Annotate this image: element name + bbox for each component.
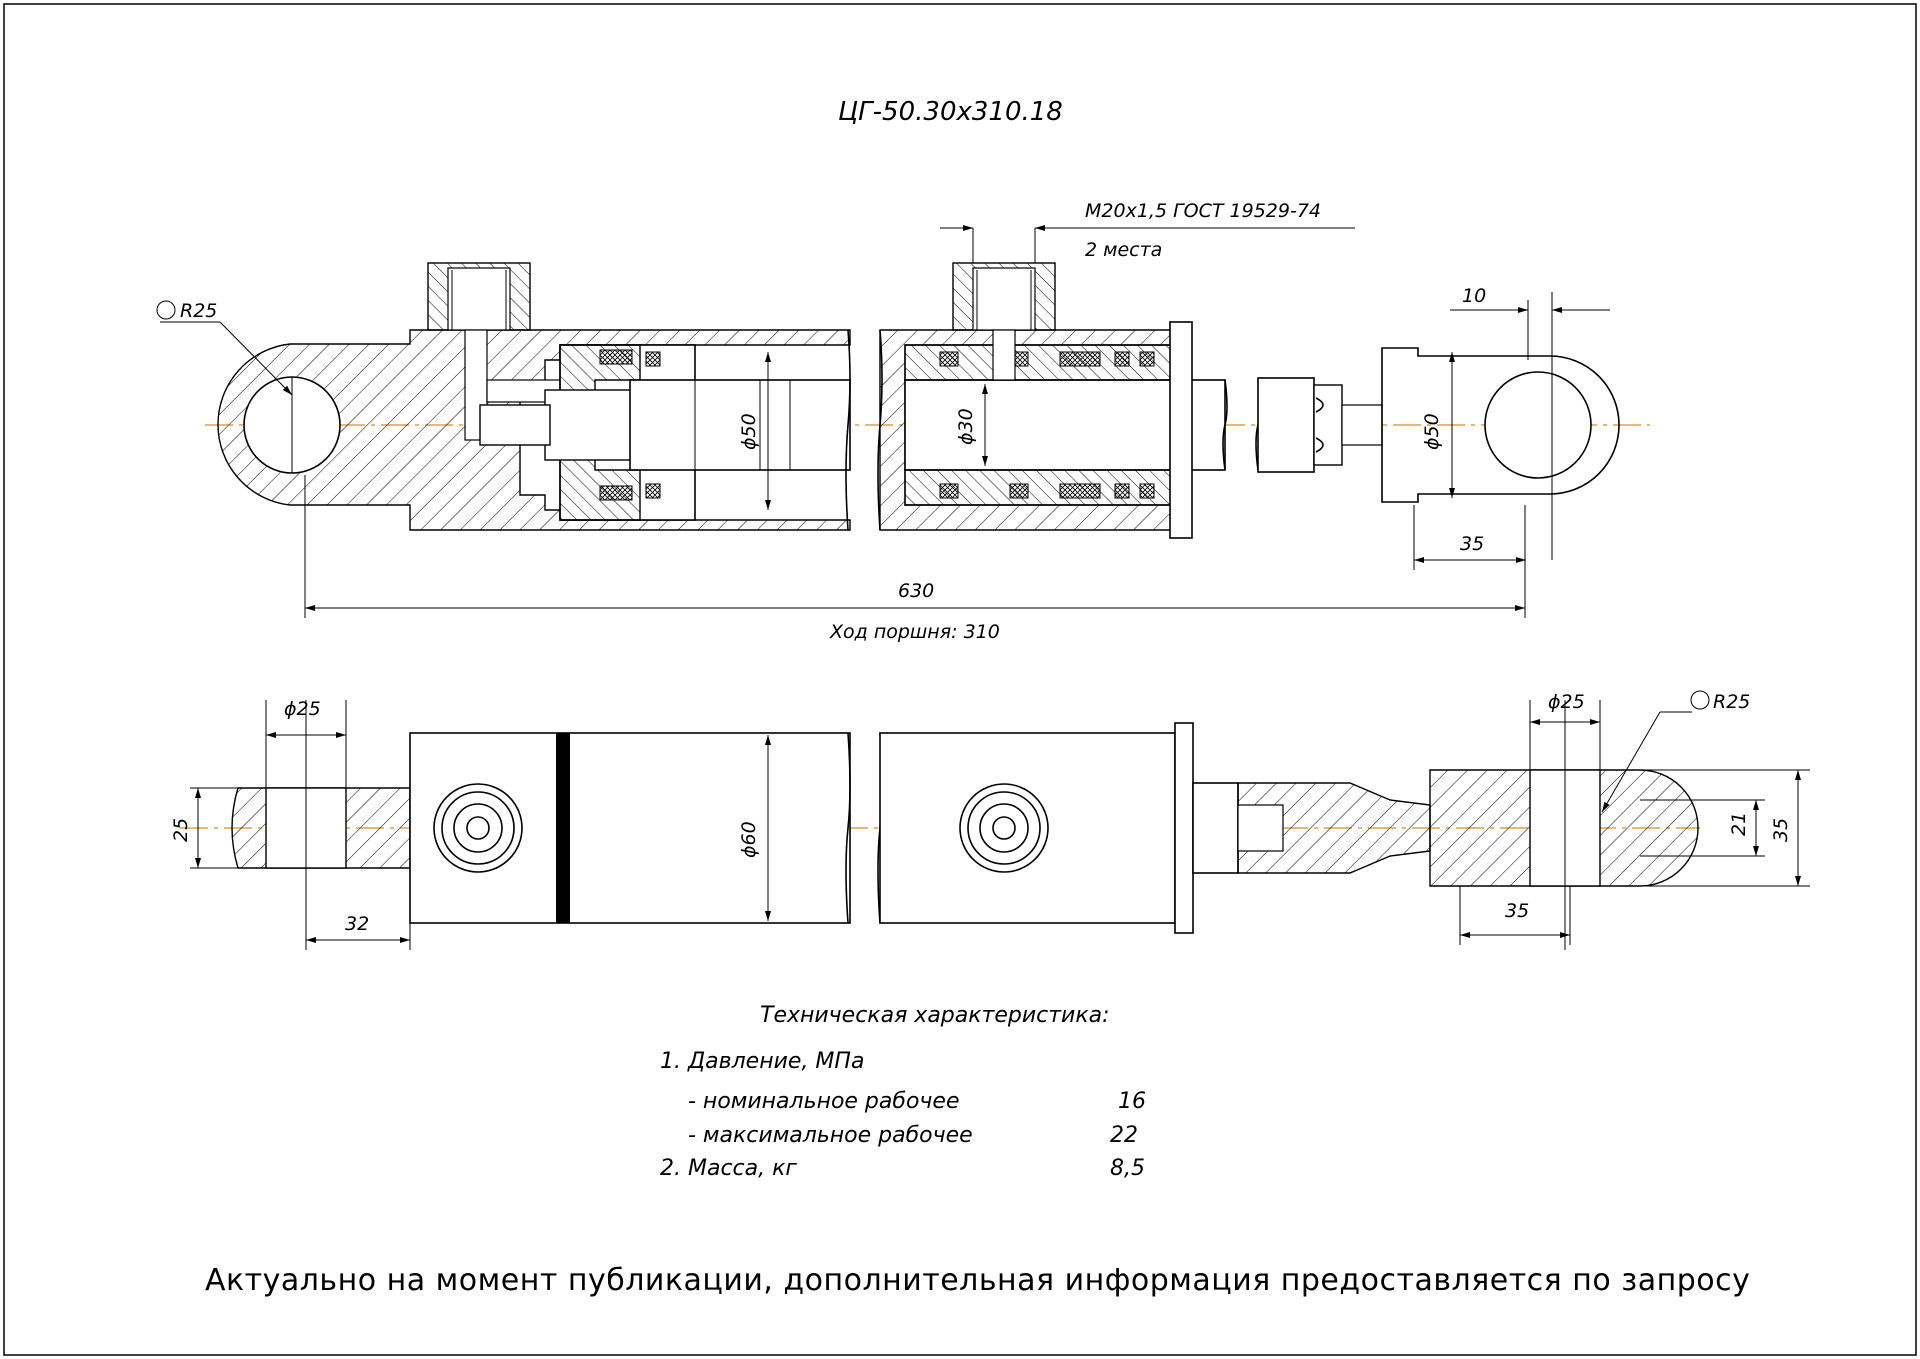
rod-external	[1192, 782, 1239, 874]
r25-bottom-label: R25	[1713, 691, 1750, 713]
cylinder-body	[409, 732, 851, 924]
sheet-border	[3, 3, 1917, 1356]
dim-35-bottom: 35	[1505, 900, 1529, 922]
dim-d25-right: ϕ25	[1548, 691, 1585, 713]
footer-note: Актуально на момент публикации, дополнит…	[205, 1263, 1750, 1298]
overall-length: 630	[898, 580, 934, 602]
spec-row-label: - максимальное рабочее	[688, 1123, 973, 1148]
bore-diameter-label: ϕ50	[738, 413, 760, 450]
dim-32: 32	[345, 913, 369, 935]
rod-diameter-label: ϕ30	[955, 408, 977, 445]
rod-left-part	[629, 379, 851, 471]
spec-row-value: 16	[1118, 1089, 1146, 1114]
lock-nut	[1257, 377, 1315, 473]
dim-21: 21	[1728, 812, 1750, 836]
rod-eye	[1381, 347, 1620, 503]
dim-d25-left: ϕ25	[284, 698, 321, 720]
body-diameter-label: ϕ60	[738, 821, 760, 858]
thread-count: 2 места	[1085, 239, 1162, 261]
dim-35-top: 35	[1460, 533, 1484, 555]
section-view: ϕ50 ϕ30	[156, 200, 1650, 643]
body-weld-band	[556, 733, 570, 923]
dim-35-right: 35	[1770, 818, 1792, 842]
drawing-title: ЦГ-50.30х310.18	[838, 97, 1063, 127]
spec-heading: Техническая характеристика:	[760, 1003, 1110, 1028]
rod-eye-hole	[1484, 371, 1592, 479]
port-left	[433, 783, 523, 873]
r25-top-label: R25	[180, 300, 217, 322]
radius-symbol-top	[156, 300, 176, 320]
technical-spec: Техническая характеристика: 1. Давление,…	[660, 1003, 1146, 1181]
spec-row-label: - номинальное рабочее	[688, 1089, 959, 1114]
piston-stroke: Ход поршня: 310	[829, 621, 1000, 643]
dim-25-left: 25	[170, 818, 192, 842]
external-view: ϕ60 ϕ25 25 32 ϕ25 R25 2	[170, 690, 1810, 950]
spec-row-label: 1. Давление, МПа	[660, 1049, 864, 1074]
spec-row-value: 8,5	[1110, 1156, 1145, 1181]
spec-row-label: 2. Масса, кг	[660, 1156, 797, 1181]
dim-10: 10	[1462, 285, 1486, 307]
radius-symbol-bottom	[1690, 690, 1710, 710]
thread-spec: М20х1,5 ГОСТ 19529-74	[1085, 200, 1321, 222]
port-right	[959, 783, 1049, 873]
eye-diameter-label: ϕ50	[1421, 413, 1443, 450]
spec-row-value: 22	[1110, 1123, 1138, 1148]
